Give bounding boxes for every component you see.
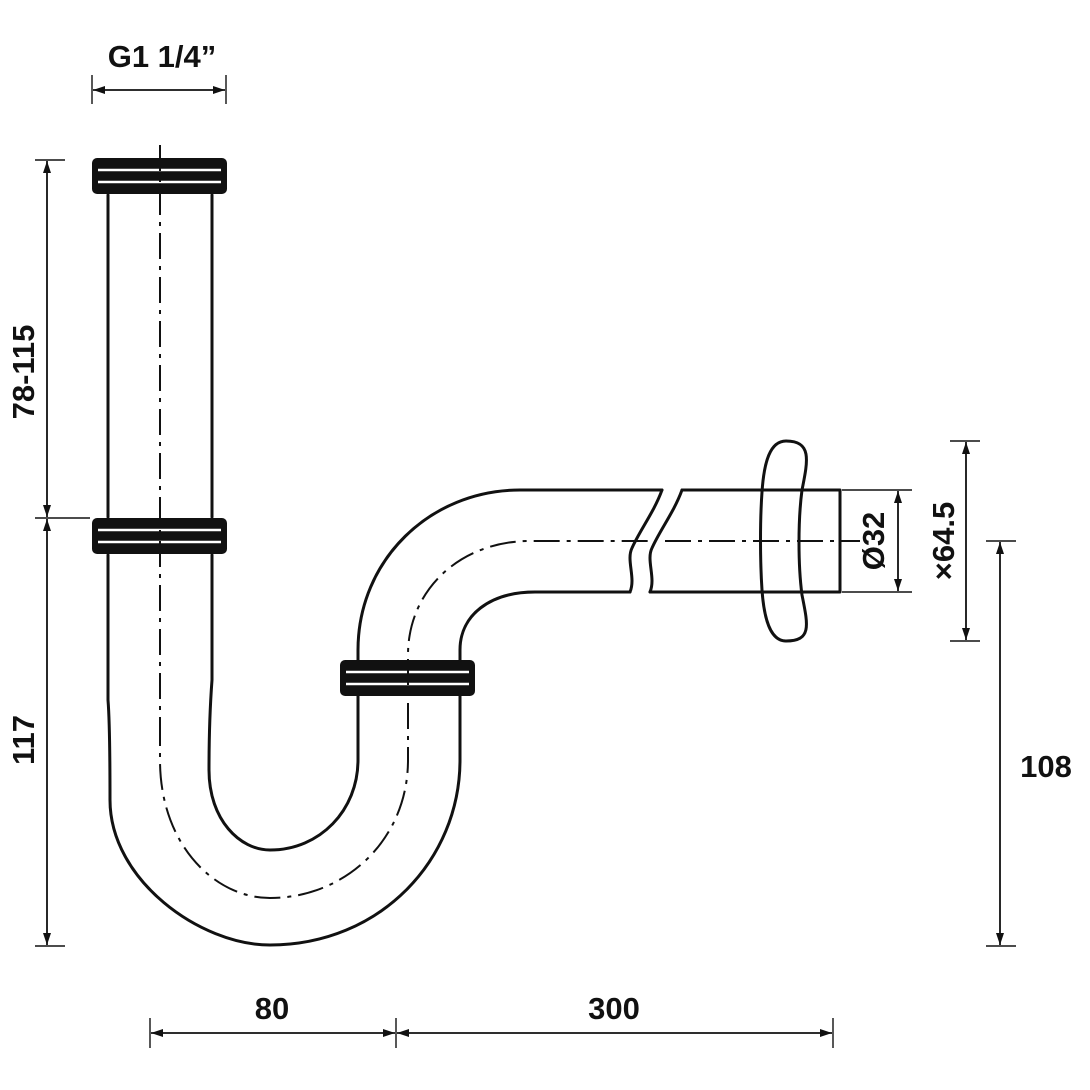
tailpiece-length-label: 78-115 xyxy=(6,325,41,420)
tailpiece-tube xyxy=(106,193,214,519)
outlet-height-label: 108 xyxy=(1020,749,1072,784)
dimension-outlet-length: 300 xyxy=(397,991,834,1048)
dimension-trap-depth: 117 xyxy=(6,519,65,947)
u-bend-trap xyxy=(106,553,462,947)
center-lines xyxy=(159,145,860,900)
trap-depth-label: 117 xyxy=(6,715,41,765)
outlet-length-label: 300 xyxy=(588,991,640,1026)
dimension-outlet-height: 108 xyxy=(986,540,1072,947)
outlet-elbow-pipe xyxy=(356,488,802,662)
dimension-thread: G1 1/4” xyxy=(91,39,227,104)
thread-label: G1 1/4” xyxy=(108,39,217,74)
trap-width-label: 80 xyxy=(255,991,289,1026)
outlet-diameter-label: Ø32 xyxy=(856,512,891,571)
dimension-rosette-diameter: ×64.5 xyxy=(926,440,980,642)
dimension-outlet-diameter: Ø32 xyxy=(842,489,912,593)
wall-rosette xyxy=(759,439,842,643)
rosette-diameter-label: ×64.5 xyxy=(926,502,961,580)
dimension-tailpiece: 78-115 xyxy=(6,159,90,519)
dimension-trap-width: 80 xyxy=(149,991,397,1048)
